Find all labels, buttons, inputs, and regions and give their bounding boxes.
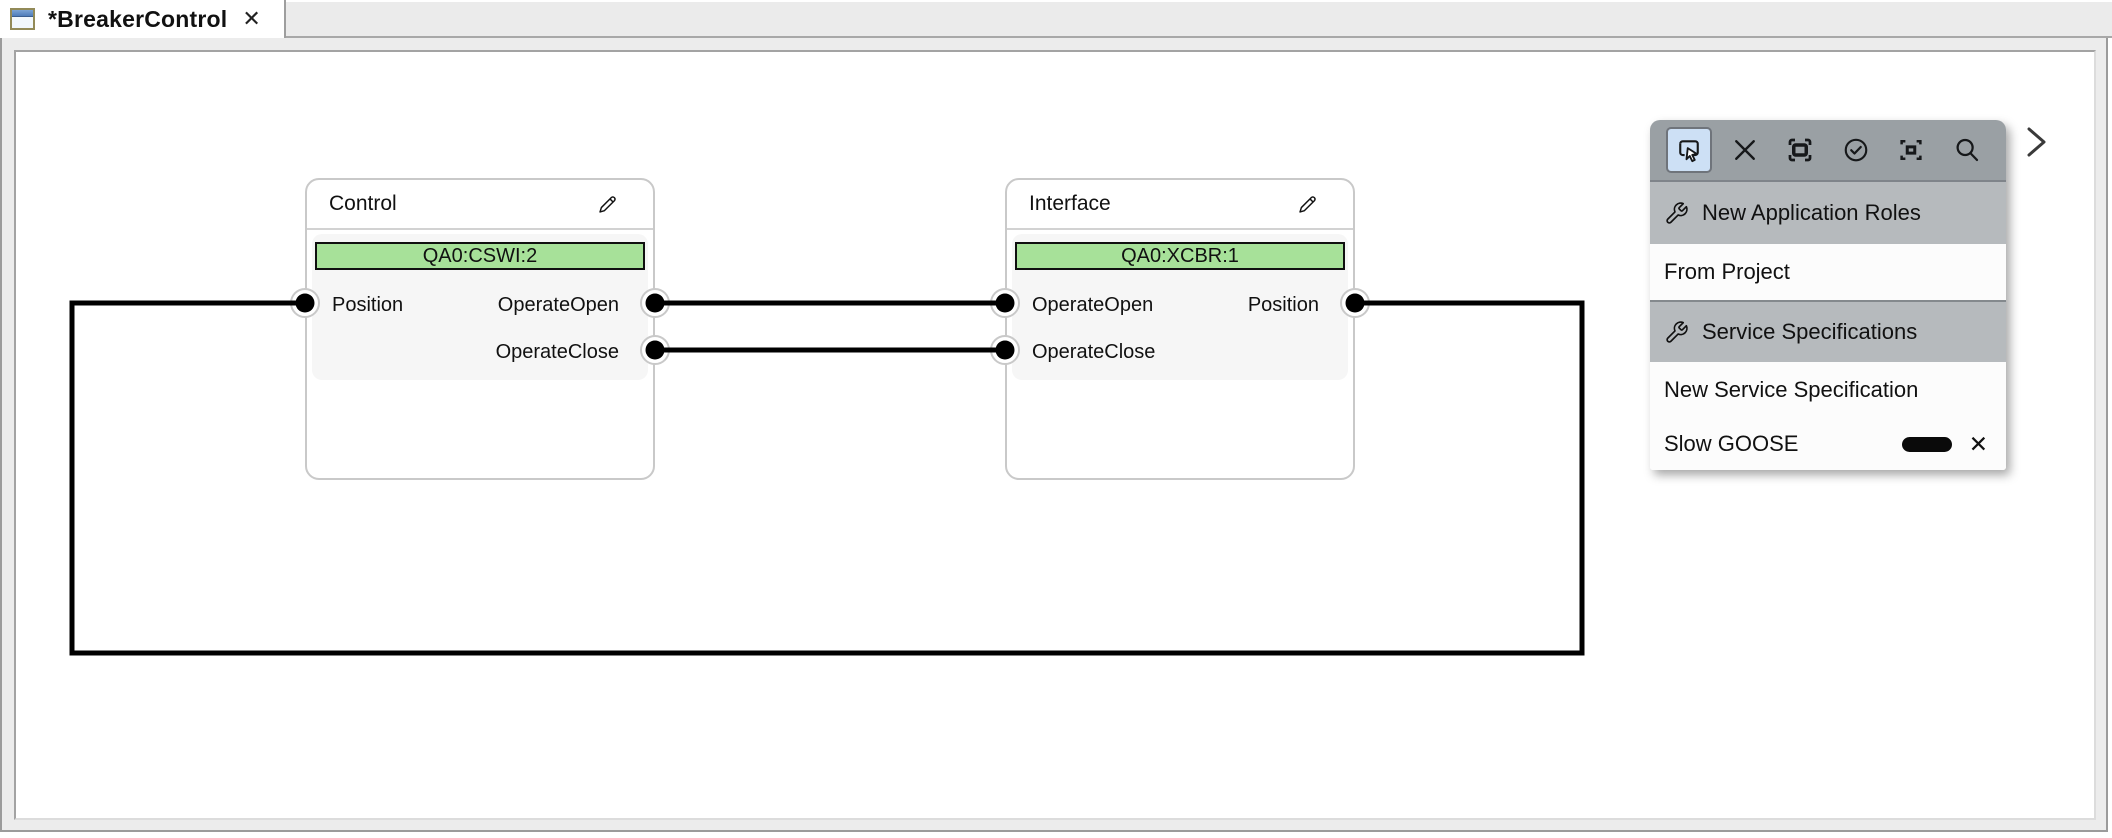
port-dot[interactable] <box>995 293 1015 313</box>
tab-bar-filler <box>286 2 2112 38</box>
wrench-icon <box>1666 320 1688 343</box>
palette-item-new-service-specification[interactable]: New Service Specification <box>1650 362 2006 418</box>
port-label: OperateOpen <box>1032 294 1154 316</box>
ln-badge[interactable]: QA0:CSWI:2 <box>315 242 645 270</box>
chevron-right-icon[interactable] <box>2022 122 2052 162</box>
port-label: Position <box>332 294 404 316</box>
palette-header-service-specifications[interactable]: Service Specifications <box>1650 300 2006 362</box>
edit-icon[interactable] <box>596 193 619 216</box>
center-selection-tool-button[interactable] <box>1888 127 1934 173</box>
wire-position-feedback[interactable] <box>69 300 1585 656</box>
palette-item-label: Slow GOOSE <box>1664 431 1799 456</box>
fit-view-tool-button[interactable] <box>1777 127 1823 173</box>
line-style-preview <box>1901 436 1952 452</box>
tab-bar: *BreakerControl ✕ <box>0 0 2112 38</box>
port-dot[interactable] <box>645 293 665 313</box>
tab-close-icon[interactable]: ✕ <box>242 6 261 31</box>
port-label: OperateClose <box>1032 341 1156 363</box>
center-selection-tool-icon <box>1900 140 1922 160</box>
port-label: OperateClose <box>495 341 619 363</box>
remove-icon[interactable]: ✕ <box>1968 430 1988 457</box>
port-notches <box>290 288 1370 365</box>
select-tool-button[interactable] <box>1666 127 1712 173</box>
palette-header-label: Service Specifications <box>1702 319 1918 344</box>
port-dot[interactable] <box>645 340 665 360</box>
palette-item-label: From Project <box>1664 259 1790 284</box>
port-dot[interactable] <box>1345 293 1365 313</box>
select-tool-icon <box>1679 140 1699 163</box>
tool-palette: New Application Roles From Project Servi… <box>1650 120 2006 470</box>
validate-tool-icon <box>1844 138 1868 162</box>
node-interface[interactable]: Interface QA0:XCBR:1 OperateOpen Operate… <box>1005 178 1355 480</box>
delete-tool-button[interactable] <box>1722 127 1768 173</box>
node-title: Control <box>329 192 397 215</box>
edit-icon[interactable] <box>1296 193 1319 216</box>
port-dots <box>295 293 1365 360</box>
palette-toolbar <box>1650 120 2006 182</box>
wrench-icon <box>1666 201 1688 224</box>
validate-tool-button[interactable] <box>1833 127 1879 173</box>
node-header: Interface <box>1007 180 1353 230</box>
port-dot[interactable] <box>995 340 1015 360</box>
palette-header-label: New Application Roles <box>1702 200 1921 225</box>
palette-header-new-application-roles[interactable]: New Application Roles <box>1650 182 2006 244</box>
search-tool-button[interactable] <box>1944 127 1990 173</box>
diagram-tab-icon <box>10 8 35 30</box>
port-label: Position <box>1247 294 1319 316</box>
ln-badge[interactable]: QA0:XCBR:1 <box>1015 242 1345 270</box>
node-header: Control <box>307 180 653 230</box>
port-dot[interactable] <box>295 293 315 313</box>
delete-tool-icon <box>1734 140 1755 160</box>
palette-item-label: New Service Specification <box>1664 377 1919 402</box>
palette-item-slow-goose[interactable]: Slow GOOSE ✕ <box>1650 418 2006 470</box>
port-label: OperateOpen <box>497 294 619 316</box>
node-title: Interface <box>1029 192 1111 215</box>
search-tool-icon <box>1956 138 1979 162</box>
node-control[interactable]: Control QA0:CSWI:2 Position OperateOpen … <box>305 178 655 480</box>
palette-item-from-project[interactable]: From Project <box>1650 244 2006 300</box>
tab-title: *BreakerControl <box>48 5 228 32</box>
fit-view-tool-icon <box>1788 138 1812 162</box>
tab-breakercontrol[interactable]: *BreakerControl ✕ <box>0 0 286 38</box>
